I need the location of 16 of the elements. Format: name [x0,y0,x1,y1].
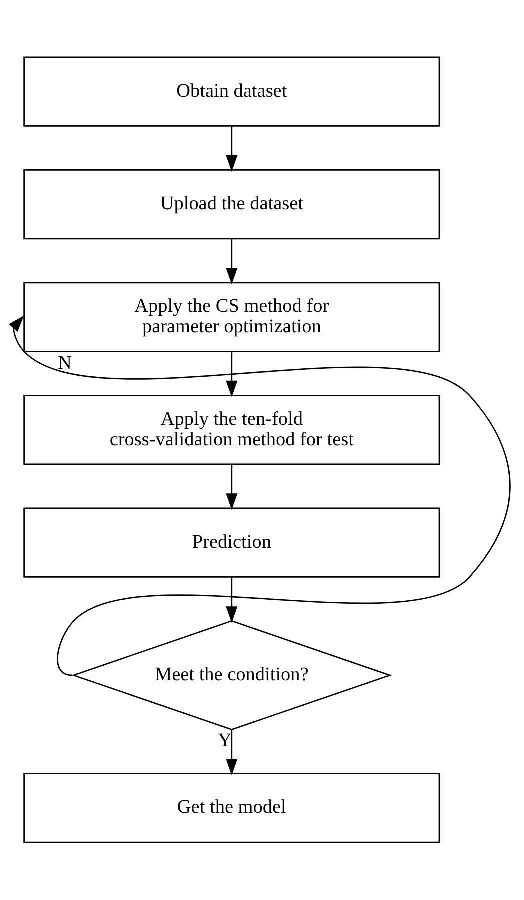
node-box: Apply the ten-fold cross-validation method for test [24,395,440,466]
node-box: Upload the dataset [24,170,440,240]
arrow [226,126,238,172]
node-box: Apply the CS method for parameter optimization [24,282,440,352]
arrow [226,352,238,398]
node-box: Obtain dataset [24,56,440,127]
node-box: Get the model [24,773,440,844]
arrow [226,464,238,510]
arrow [226,730,238,776]
node-box: Prediction [24,508,440,578]
edge-label: Y [218,730,232,752]
arrow [226,578,238,624]
edge-label: N [58,352,72,374]
arrow [9,316,511,676]
arrow [226,238,238,285]
node-diamond: Meet the condition? [72,620,392,730]
